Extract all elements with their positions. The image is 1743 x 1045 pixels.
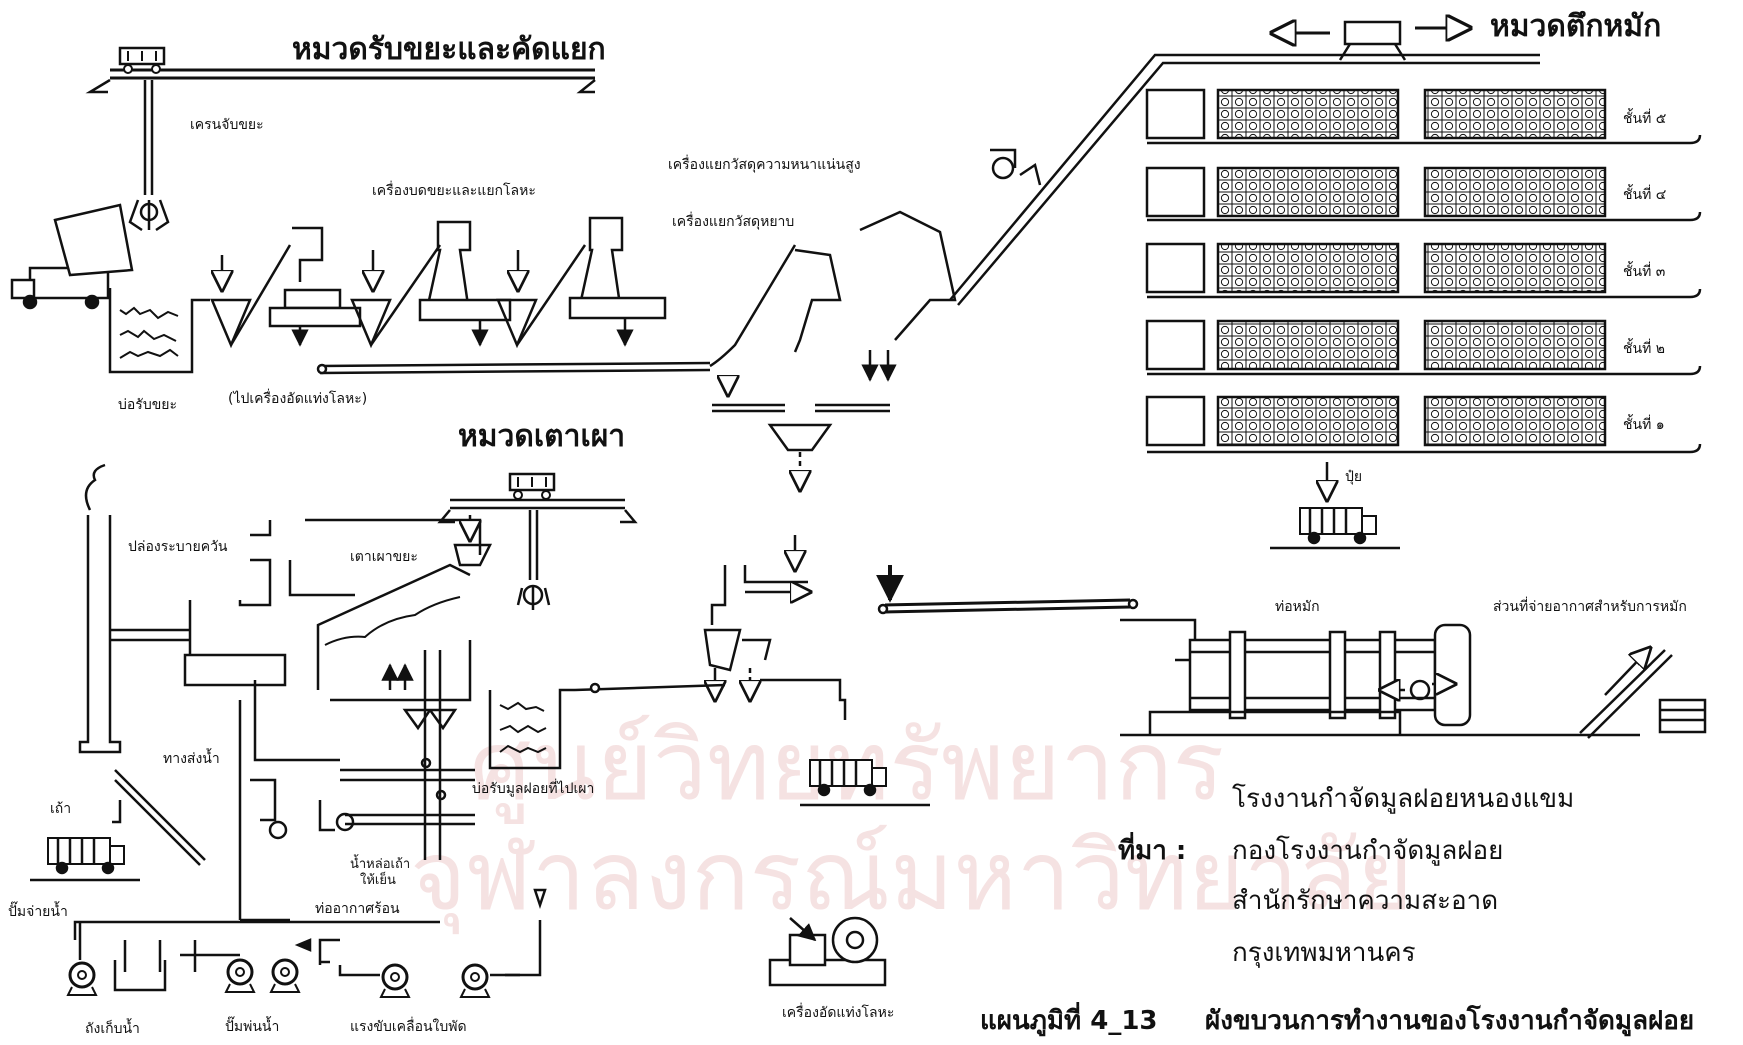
source-line-2: สำนักรักษาความสะอาด xyxy=(1232,888,1498,914)
floor-3 xyxy=(1147,244,1700,297)
floor-2 xyxy=(1147,321,1700,374)
label-metal-press: เครื่องอัดแท่งโลหะ xyxy=(782,1006,894,1020)
label-chimney: ปล่องระบายควัน xyxy=(128,540,228,554)
floor-4 xyxy=(1147,168,1700,220)
label-floor-2: ชั้นที่ ๒ xyxy=(1623,342,1665,356)
label-spray-pump: ปั๊มพ่นน้ำ xyxy=(225,1020,279,1034)
section-title-receiving: หมวดรับขยะและคัดแยก xyxy=(292,35,606,65)
label-burnable-pit: บ่อรับมูลฝอยที่ไปเผา xyxy=(472,782,594,796)
label-fertilizer: ปุ๋ย xyxy=(1345,470,1362,484)
label-water-tank: ถังเก็บน้ำ xyxy=(85,1022,140,1036)
label-ash: เถ้า xyxy=(50,802,71,816)
source-line-3: กรุงเทพมหานคร xyxy=(1232,940,1416,966)
label-air-supply: ส่วนที่จ่ายอากาศสำหรับการหมัก xyxy=(1493,600,1687,614)
source-label: ที่มา : xyxy=(1118,838,1186,864)
plant-name: โรงงานกำจัดมูลฝอยหนองแขม xyxy=(1232,786,1574,812)
label-water-pump: ปั๊มจ่ายน้ำ xyxy=(8,905,68,919)
label-ash-cooling-water-1: น้ำหล่อเถ้า xyxy=(350,858,410,871)
label-crane: เครนจับขยะ xyxy=(190,118,264,132)
label-to-metal-press: (ไปเครื่องอัดแท่งโลหะ) xyxy=(228,392,367,406)
composting-building xyxy=(950,22,1700,548)
label-floor-3: ชั้นที่ ๓ xyxy=(1623,265,1665,279)
label-floor-5: ชั้นที่ ๕ xyxy=(1623,112,1666,126)
label-water-channel: ทางส่งน้ำ xyxy=(163,752,220,766)
source-line-1: กองโรงงานกำจัดมูลฝอย xyxy=(1232,838,1503,864)
label-fan-drive: แรงขับเคลื่อนใบพัด xyxy=(350,1020,467,1034)
section-title-composting: หมวดตึกหมัก xyxy=(1490,12,1661,42)
label-floor-1: ชั้นที่ ๑ xyxy=(1623,418,1665,432)
label-coarse-separator: เครื่องแยกวัสดุหยาบ xyxy=(672,215,794,229)
label-ash-cooling-water-2: ให้เย็น xyxy=(360,874,396,887)
label-shredder: เครื่องบดขยะและแยกโลหะ xyxy=(372,184,536,198)
label-hot-air-duct: ท่ออากาศร้อน xyxy=(315,902,400,916)
label-receiving-pit: บ่อรับขยะ xyxy=(118,398,177,412)
floor-5 xyxy=(1147,90,1700,143)
floor-1 xyxy=(1147,397,1700,452)
incinerator-section xyxy=(30,465,635,997)
label-incinerator-furnace: เตาเผาขยะ xyxy=(350,550,418,564)
compost-drum xyxy=(1120,620,1705,738)
figure-title: ผังขบวนการทำงานของโรงงานกำจัดมูลฝอย xyxy=(1205,1008,1694,1034)
label-compost-pipe: ท่อหมัก xyxy=(1275,600,1320,614)
middle-conveyors xyxy=(490,535,1137,985)
figure-number: แผนภูมิที่ 4_13 xyxy=(980,1008,1158,1034)
label-floor-4: ชั้นที่ ๔ xyxy=(1623,188,1666,202)
label-high-density-separator: เครื่องแยกวัสดุความหนาแน่นสูง xyxy=(668,158,861,172)
section-title-incinerator: หมวดเตาเผา xyxy=(458,422,625,452)
